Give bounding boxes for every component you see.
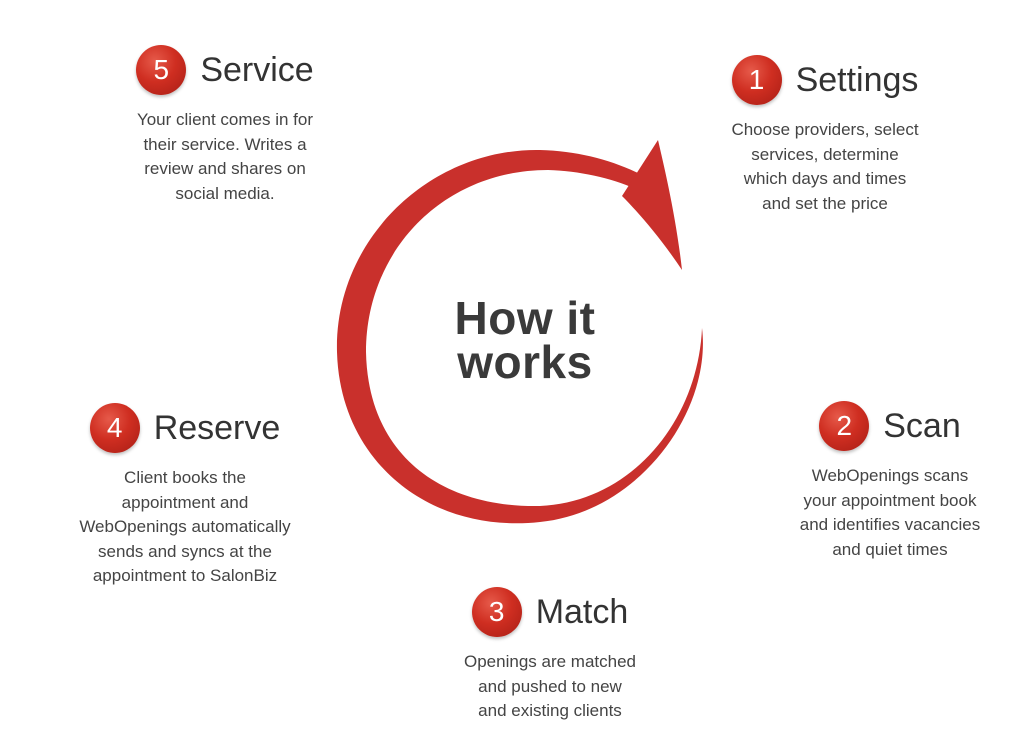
step-title: Settings — [795, 60, 919, 99]
step-header: 4 Reserve — [40, 402, 330, 454]
step-number-badge: 2 — [819, 401, 870, 451]
description-line: WebOpenings automatically — [79, 517, 291, 536]
description-line: and identifies vacancies — [799, 515, 981, 534]
description-line: review and shares on — [144, 159, 306, 178]
step-description: Your client comes in for their service. … — [90, 108, 360, 206]
description-line: their service. Writes a — [143, 134, 307, 154]
step-title: Reserve — [153, 408, 281, 447]
step-header: 2 Scan — [760, 400, 1020, 452]
step-header: 5 Service — [90, 44, 360, 96]
description-line: sends and syncs at the — [98, 541, 272, 561]
step-title: Scan — [883, 406, 961, 445]
description-line: services, determine — [751, 144, 899, 164]
description-line: your appointment book — [803, 490, 977, 510]
step-reserve: 4 Reserve Client books the appointment a… — [40, 402, 330, 589]
description-line: and existing clients — [478, 701, 622, 720]
step-number-badge: 4 — [89, 403, 140, 453]
center-title-line-1: How it — [454, 292, 596, 344]
step-service: 5 Service Your client comes in for their… — [90, 44, 360, 206]
description-line: social media. — [175, 183, 275, 203]
step-title: Match — [535, 592, 629, 631]
step-description: Client books the appointment and WebOpen… — [40, 466, 330, 589]
description-line: Your client comes in for — [136, 110, 314, 129]
step-description: WebOpenings scans your appointment book … — [760, 464, 1020, 562]
step-settings: 1 Settings Choose providers, select serv… — [690, 54, 960, 216]
description-line: appointment and — [121, 492, 249, 512]
step-scan: 2 Scan WebOpenings scans your appointmen… — [760, 400, 1020, 562]
description-line: and pushed to new — [478, 676, 622, 696]
step-number-badge: 3 — [471, 587, 522, 637]
description-line: which days and times — [743, 169, 907, 188]
step-description: Choose providers, select services, deter… — [690, 118, 960, 216]
step-number-badge: 1 — [731, 55, 782, 105]
description-line: Openings are matched — [464, 652, 636, 671]
description-line: Client books the — [124, 468, 246, 487]
step-header: 3 Match — [410, 586, 690, 638]
center-title: How it works — [400, 292, 650, 388]
description-line: WebOpenings scans — [811, 466, 969, 485]
step-number-badge: 5 — [136, 45, 187, 95]
description-line: and quiet times — [832, 539, 948, 559]
arrow-head — [622, 140, 682, 270]
step-match: 3 Match Openings are matched and pushed … — [410, 586, 690, 724]
step-title: Service — [200, 50, 314, 89]
description-line: Choose providers, select — [731, 120, 919, 139]
center-title-line-2: works — [457, 336, 593, 388]
step-description: Openings are matched and pushed to new a… — [410, 650, 690, 724]
description-line: appointment to SalonBiz — [92, 566, 278, 585]
description-line: and set the price — [762, 193, 888, 213]
step-header: 1 Settings — [690, 54, 960, 106]
